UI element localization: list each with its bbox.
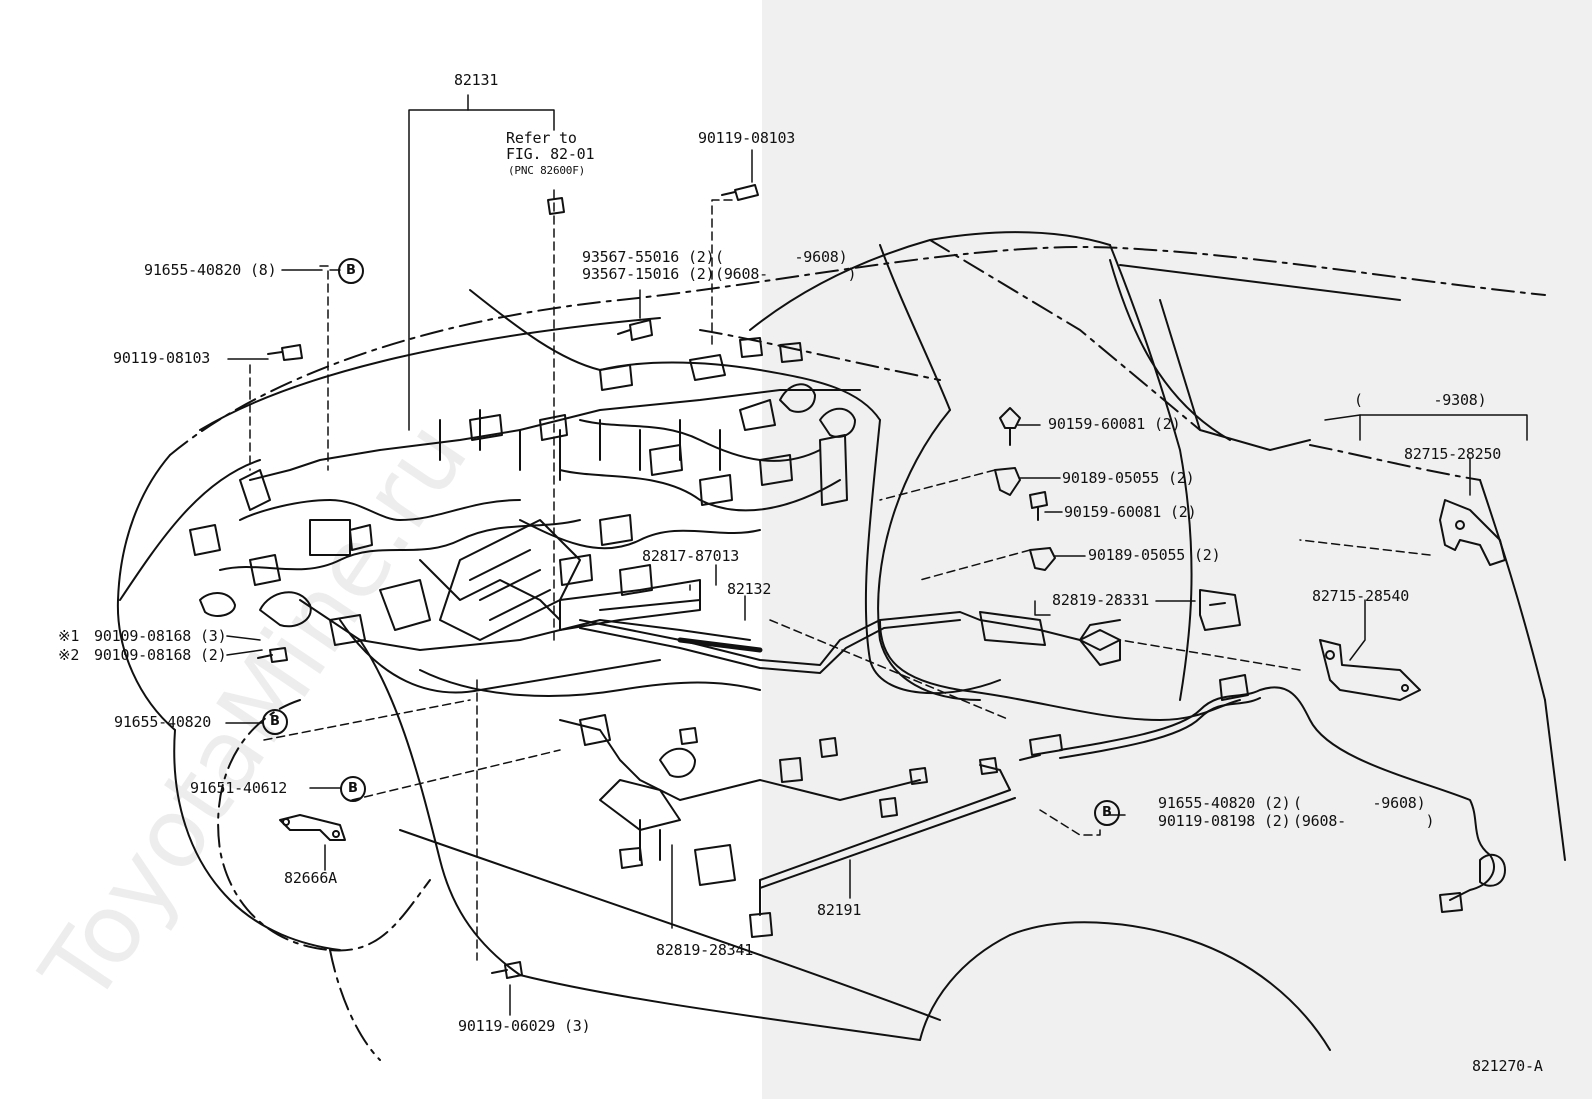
range-9608-end-a: ( -9608): [715, 248, 848, 266]
label-82819-28331: 82819-28331: [1052, 591, 1150, 609]
range-9608-start-b: (9608- ): [1293, 812, 1435, 830]
circle-b-marker: B: [340, 776, 366, 802]
label-90109-08168-2: 90109-08168 (2): [94, 646, 227, 664]
bracket-82715-28540: [1319, 639, 1421, 701]
leader-lines: [225, 94, 1528, 1016]
label-91655-40820: 91655-40820: [114, 713, 212, 731]
label-82191: 82191: [817, 901, 862, 919]
label-82819-28341: 82819-28341: [656, 941, 754, 959]
label-90119-06029-3: 90119-06029 (3): [458, 1017, 591, 1035]
label-91655-40820-8: 91655-40820 (8): [144, 261, 277, 279]
label-93567-15016: 93567-15016 (2): [582, 265, 715, 283]
label-90109-08168-3: 90109-08168 (3): [94, 627, 227, 645]
note-mark-2: ※2: [58, 646, 80, 664]
bracket-82666A: [279, 814, 346, 841]
rear-wire: [879, 589, 1506, 913]
note-mark-1: ※1: [58, 627, 80, 645]
label-90119-08103-top: 90119-08103: [698, 129, 796, 147]
car-body-outline: [116, 231, 1566, 1061]
label-82715-28540: 82715-28540: [1312, 587, 1410, 605]
refer-pnc-label: (PNC 82600F): [508, 164, 586, 177]
refer-fig-label: FIG. 82-01: [506, 145, 595, 163]
label-82715-28250: 82715-28250: [1404, 445, 1502, 463]
circle-b-marker: B: [1094, 800, 1120, 826]
label-93567-55016: 93567-55016 (2): [582, 248, 715, 266]
label-90119-08198-2: 90119-08198 (2): [1158, 812, 1291, 830]
label-90189-05055-a: 90189-05055 (2): [1062, 469, 1195, 487]
refer-to-label: Refer to: [506, 129, 577, 147]
circle-b-marker: B: [338, 258, 364, 284]
label-90159-60081-a: 90159-60081 (2): [1048, 415, 1181, 433]
label-91651-40612: 91651-40612: [190, 779, 288, 797]
figure-code: 821270-A: [1472, 1057, 1543, 1075]
label-90189-05055-b: 90189-05055 (2): [1088, 546, 1221, 564]
label-82666A: 82666A: [284, 869, 337, 887]
label-82817-87013: 82817-87013: [642, 547, 740, 565]
range-9608-end-b: ( -9608): [1293, 794, 1426, 812]
fasteners: [257, 184, 1226, 979]
range-9608-start-a: (9608- ): [715, 265, 857, 283]
label-90119-08103-left: 90119-08103: [113, 349, 211, 367]
floor-harness: [419, 669, 1016, 938]
wire-harness-82131: [189, 337, 1001, 695]
label-82131: 82131: [454, 71, 499, 89]
bracket-82715-28250: [1439, 499, 1506, 566]
circle-b-marker: B: [262, 709, 288, 735]
label-82132: 82132: [727, 580, 772, 598]
label-91655-40820-2: 91655-40820 (2): [1158, 794, 1291, 812]
label-90159-60081-b: 90159-60081 (2): [1064, 503, 1197, 521]
cable-82132: [579, 611, 1121, 674]
range-9308: ( -9308): [1354, 391, 1487, 409]
